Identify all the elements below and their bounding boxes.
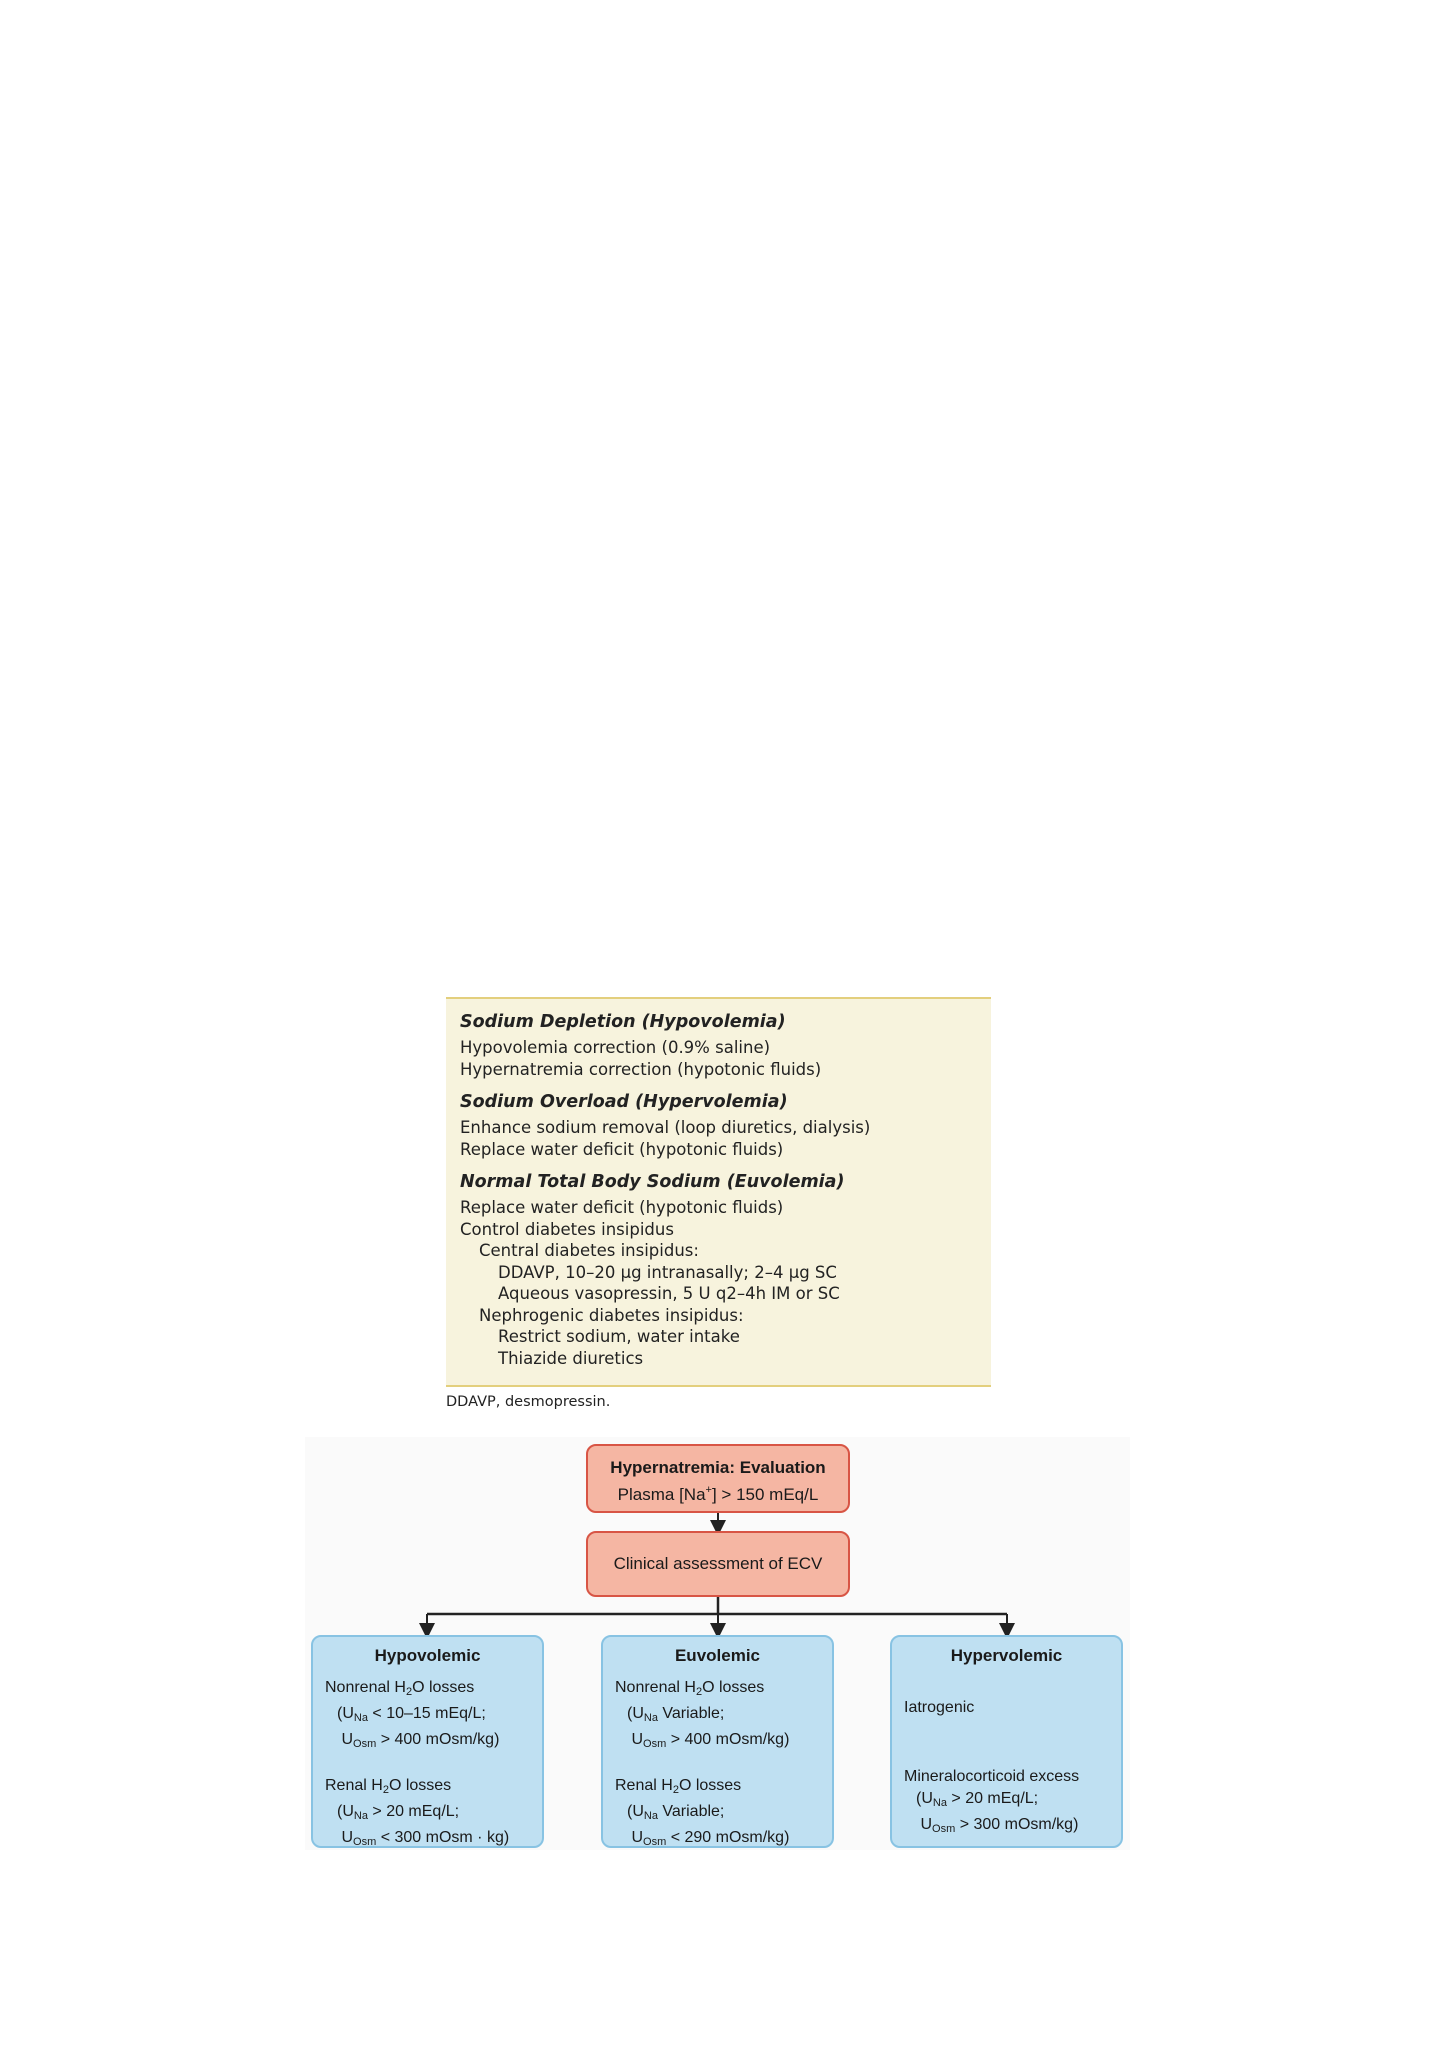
euvolemic-title: Euvolemic	[674, 1646, 761, 1665]
renal-losses: Renal H2O losses	[615, 1777, 742, 1796]
section-heading: Normal Total Body Sodium (Euvolemia)	[460, 1172, 845, 1192]
table-footnote: DDAVP, desmopressin.	[446, 1394, 611, 1410]
flow-connectors	[419, 1513, 1015, 1639]
hypervolemic-title: Hypervolemic	[950, 1646, 1063, 1665]
flowchart-title: Hypernatremia: Evaluation	[610, 1458, 826, 1477]
section-heading: Sodium Overload (Hypervolemia)	[460, 1092, 788, 1112]
table-line: Replace water deficit (hypotonic fluids)	[460, 1198, 784, 1217]
table-line: Control diabetes insipidus	[460, 1219, 674, 1239]
section-hypovolemia: Sodium Depletion (Hypovolemia) Hypovolem…	[460, 1011, 977, 1080]
section-heading: Sodium Depletion (Hypovolemia)	[460, 1012, 786, 1032]
section-euvolemia: Normal Total Body Sodium (Euvolemia) Rep…	[460, 1171, 977, 1369]
urine-osmolality: UOsm < 300 mOsm · kg)	[341, 1829, 510, 1848]
urine-osmolality: UOsm < 290 mOsm/kg)	[631, 1829, 790, 1848]
cause-iatrogenic: Iatrogenic	[904, 1699, 975, 1716]
urine-sodium: (UNa Variable;	[627, 1803, 725, 1822]
table-line: Replace water deficit (hypotonic fluids)	[460, 1139, 784, 1159]
nonrenal-losses: Nonrenal H2O losses	[615, 1679, 765, 1698]
table-line: Enhance sodium removal (loop diuretics, …	[460, 1118, 871, 1137]
table-line: Thiazide diuretics	[498, 1348, 644, 1368]
urine-sodium: (UNa Variable;	[627, 1705, 725, 1724]
section-hypervolemia: Sodium Overload (Hypervolemia) Enhance s…	[460, 1091, 977, 1160]
table-line: Aqueous vasopressin, 5 U q2–4h IM or SC	[498, 1284, 840, 1303]
table-line: Restrict sodium, water intake	[498, 1327, 740, 1346]
table-line: Hypovolemia correction (0.9% saline)	[460, 1038, 771, 1057]
plasma-sodium-criterion: Plasma [Na+] > 150 mEq/L	[617, 1484, 819, 1504]
table-line: Nephrogenic diabetes insipidus:	[479, 1305, 744, 1325]
assessment-label: Clinical assessment of ECV	[613, 1554, 823, 1573]
urine-sodium: (UNa > 20 mEq/L;	[337, 1803, 460, 1822]
treatment-table: Sodium Depletion (Hypovolemia) Hypovolem…	[446, 997, 991, 1387]
table-line: DDAVP, 10–20 µg intranasally; 2–4 µg SC	[498, 1262, 837, 1282]
urine-osmolality: UOsm > 300 mOsm/kg)	[920, 1816, 1079, 1835]
nonrenal-losses: Nonrenal H2O losses	[325, 1679, 475, 1698]
hypovolemic-node: Hypovolemic Nonrenal H2O losses (UNa < 1…	[311, 1635, 544, 1848]
hypernatremia-flowchart: Hypernatremia: Evaluation Plasma [Na+] >…	[305, 1437, 1130, 1850]
table-line: Central diabetes insipidus:	[479, 1241, 699, 1260]
urine-sodium: (UNa > 20 mEq/L;	[916, 1790, 1039, 1809]
urine-osmolality: UOsm > 400 mOsm/kg)	[341, 1731, 500, 1750]
cause-mineralocorticoid: Mineralocorticoid excess	[904, 1768, 1080, 1785]
hypervolemic-node: Hypervolemic Iatrogenic Mineralocorticoi…	[890, 1635, 1123, 1848]
hypovolemic-title: Hypovolemic	[374, 1646, 481, 1665]
urine-osmolality: UOsm > 400 mOsm/kg)	[631, 1731, 790, 1750]
renal-losses: Renal H2O losses	[325, 1777, 452, 1796]
assessment-node: Clinical assessment of ECV	[586, 1531, 850, 1597]
euvolemic-node: Euvolemic Nonrenal H2O losses (UNa Varia…	[601, 1635, 834, 1848]
evaluation-title-node: Hypernatremia: Evaluation Plasma [Na+] >…	[586, 1444, 850, 1513]
urine-sodium: (UNa < 10–15 mEq/L;	[337, 1705, 486, 1724]
table-line: Hypernatremia correction (hypotonic flui…	[460, 1059, 822, 1079]
